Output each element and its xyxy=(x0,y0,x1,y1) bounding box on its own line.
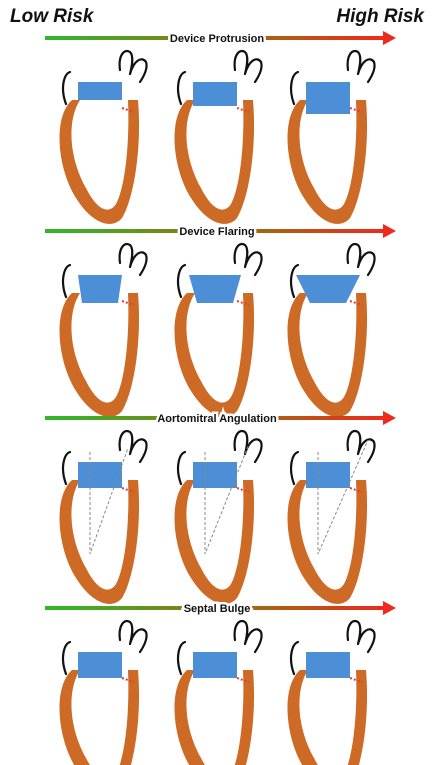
device xyxy=(189,275,241,303)
myocardium xyxy=(60,480,140,604)
row-title: Device Flaring xyxy=(179,226,254,238)
device xyxy=(78,652,122,678)
row-title: Septal Bulge xyxy=(184,603,251,615)
myocardium xyxy=(60,293,140,417)
diagram-row: Device Flaring xyxy=(45,224,396,417)
myocardium xyxy=(288,670,368,765)
myocardium xyxy=(60,100,140,224)
arrow-head xyxy=(383,224,396,238)
arrow-head xyxy=(383,31,396,45)
device xyxy=(306,82,350,114)
device xyxy=(296,275,360,303)
myocardium xyxy=(288,100,368,224)
heart-illustration xyxy=(175,621,262,765)
device xyxy=(193,462,237,488)
myocardium xyxy=(175,670,255,765)
device xyxy=(306,652,350,678)
heart-illustration xyxy=(288,244,375,417)
myocardium xyxy=(288,293,368,417)
heart-illustration xyxy=(60,51,147,224)
heart-illustration xyxy=(288,621,375,765)
device xyxy=(78,82,122,100)
myocardium xyxy=(288,480,368,604)
diagram-row: Septal Bulge xyxy=(45,601,396,765)
heart-illustration xyxy=(60,244,147,417)
myocardium xyxy=(175,293,255,417)
arrow-head xyxy=(383,411,396,425)
diagram-row: Device Protrusion xyxy=(45,31,396,224)
heart-illustration xyxy=(175,244,262,417)
device xyxy=(78,275,122,303)
device xyxy=(193,652,237,678)
row-title: Aortomitral Angulation xyxy=(157,413,277,425)
myocardium xyxy=(175,100,255,224)
heart-illustration xyxy=(175,51,262,224)
heart-illustration xyxy=(60,621,147,765)
row-title: Device Protrusion xyxy=(170,33,264,45)
arrow-head xyxy=(383,601,396,615)
heart-illustration xyxy=(288,431,375,604)
heart-illustration xyxy=(288,51,375,224)
heart-illustration xyxy=(175,431,262,604)
device xyxy=(306,462,350,488)
device xyxy=(193,82,237,106)
myocardium xyxy=(175,480,255,604)
myocardium xyxy=(60,670,140,765)
heart-illustration xyxy=(60,431,147,604)
diagram-row: Aortomitral Angulation xyxy=(45,411,396,604)
